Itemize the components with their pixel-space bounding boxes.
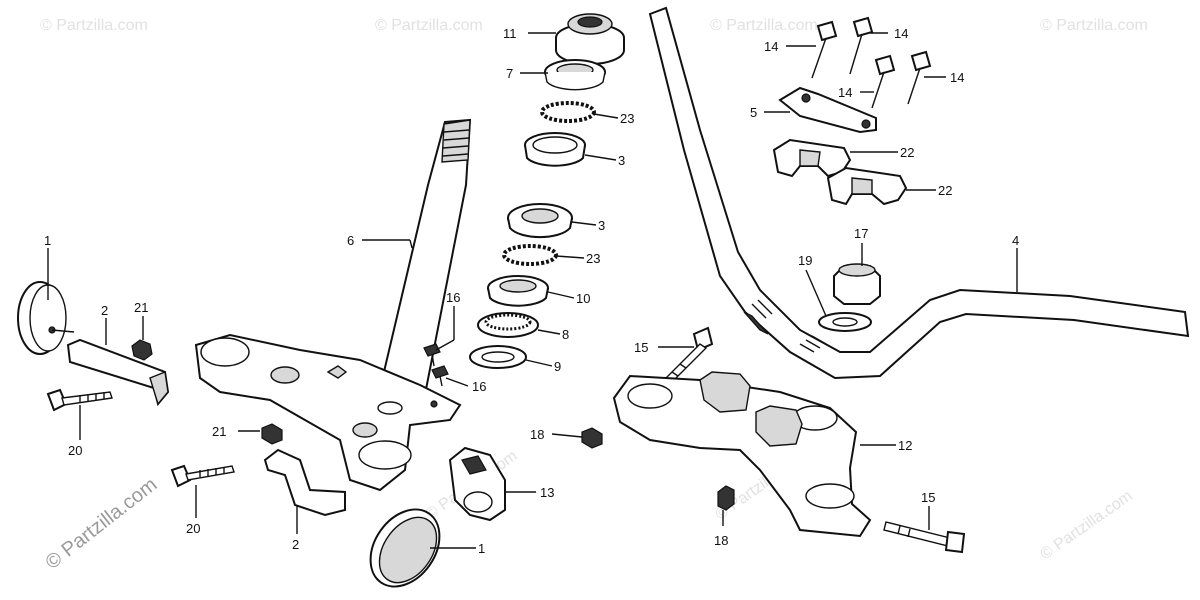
callout-12: 12 — [898, 438, 912, 453]
callout-13: 13 — [540, 485, 554, 500]
top-nut-part-11 — [555, 13, 625, 65]
callout-6: 6 — [347, 233, 354, 248]
callout-2: 2 — [101, 303, 108, 318]
callout-18: 18 — [530, 427, 544, 442]
nut-part-21-left — [131, 339, 153, 361]
bolt-part-14-a — [811, 20, 838, 79]
screw-part-16-lower — [431, 365, 449, 387]
bracket-part-2-center — [263, 448, 346, 517]
holder-part-22-lower — [826, 166, 908, 206]
watermark-side-text: © Partzilla.com — [42, 474, 162, 574]
ball-bearing-part-23-lower — [502, 244, 558, 266]
callout-3: 3 — [598, 218, 605, 233]
callout-14: 14 — [764, 39, 778, 54]
dust-seal-part-8 — [477, 312, 539, 338]
callout-2: 2 — [292, 537, 299, 552]
callout-22: 22 — [900, 145, 914, 160]
bracket-part-2-left — [66, 338, 170, 407]
callout-labels: 1 1 2 2 3 3 4 5 6 7 8 9 10 11 12 13 14 1… — [44, 26, 1019, 556]
holder-part-22-upper — [772, 138, 852, 178]
callout-14: 14 — [950, 70, 964, 85]
steering-stem-part-6 — [194, 118, 472, 492]
watermark-text: © Partzilla.com — [375, 17, 483, 34]
bolt-part-15-upper — [662, 326, 714, 385]
handlebar-part-4 — [648, 6, 1190, 380]
bearing-cone-part-3-upper — [524, 132, 586, 167]
watermark-text: © Partzilla.com — [1038, 488, 1136, 564]
callout-15: 15 — [634, 340, 648, 355]
ball-bearing-part-23-upper — [540, 101, 596, 123]
callout-15: 15 — [921, 490, 935, 505]
nut-part-18-lower — [717, 485, 735, 511]
callout-7: 7 — [506, 66, 513, 81]
callout-1: 1 — [44, 233, 51, 248]
callout-20: 20 — [186, 521, 200, 536]
plate-part-5 — [778, 86, 877, 134]
callout-20: 20 — [68, 443, 82, 458]
callout-10: 10 — [576, 291, 590, 306]
leader-lines — [47, 32, 1018, 549]
reflector-part-1-bottom — [369, 508, 441, 588]
bolt-part-20-center — [170, 464, 235, 488]
watermark-text: © Partzilla.com — [710, 17, 818, 34]
callout-14: 14 — [838, 85, 852, 100]
reflector-part-1-left — [17, 281, 75, 355]
bearing-race-part-10 — [487, 275, 549, 307]
nut-part-21-center — [261, 423, 283, 445]
bolt-part-20-left — [46, 388, 113, 412]
callout-18: 18 — [714, 533, 728, 548]
callout-1: 1 — [478, 541, 485, 556]
callout-23: 23 — [586, 251, 600, 266]
bolt-part-14-d — [907, 50, 932, 105]
washer-part-19 — [818, 312, 872, 332]
callout-19: 19 — [798, 253, 812, 268]
callout-23: 23 — [620, 111, 634, 126]
cover-part-13 — [448, 446, 506, 522]
bolt-part-14-c — [871, 54, 896, 109]
callout-8: 8 — [562, 327, 569, 342]
callout-3: 3 — [618, 153, 625, 168]
callout-14: 14 — [894, 26, 908, 41]
callout-4: 4 — [1012, 233, 1019, 248]
upper-clamp-part-12 — [612, 371, 872, 538]
watermark-text: © Partzilla.com — [1040, 17, 1148, 34]
bearing-cone-part-3-lower — [507, 203, 573, 239]
callout-21: 21 — [212, 424, 226, 439]
callout-22: 22 — [938, 183, 952, 198]
bearing-race-part-7 — [544, 59, 606, 91]
nut-part-18-center — [581, 427, 603, 449]
callout-5: 5 — [750, 105, 757, 120]
callout-16: 16 — [446, 290, 460, 305]
cap-nut-part-17 — [833, 263, 881, 305]
screw-part-16-upper — [423, 343, 441, 367]
callout-9: 9 — [554, 359, 561, 374]
callout-21: 21 — [134, 300, 148, 315]
callout-17: 17 — [854, 226, 868, 241]
callout-11: 11 — [503, 26, 517, 41]
bolt-part-14-b — [849, 16, 874, 75]
washer-part-9 — [469, 345, 527, 369]
bolt-part-15-lower — [883, 521, 966, 554]
callout-16: 16 — [472, 379, 486, 394]
watermark-text: © Partzilla.com — [40, 17, 148, 34]
